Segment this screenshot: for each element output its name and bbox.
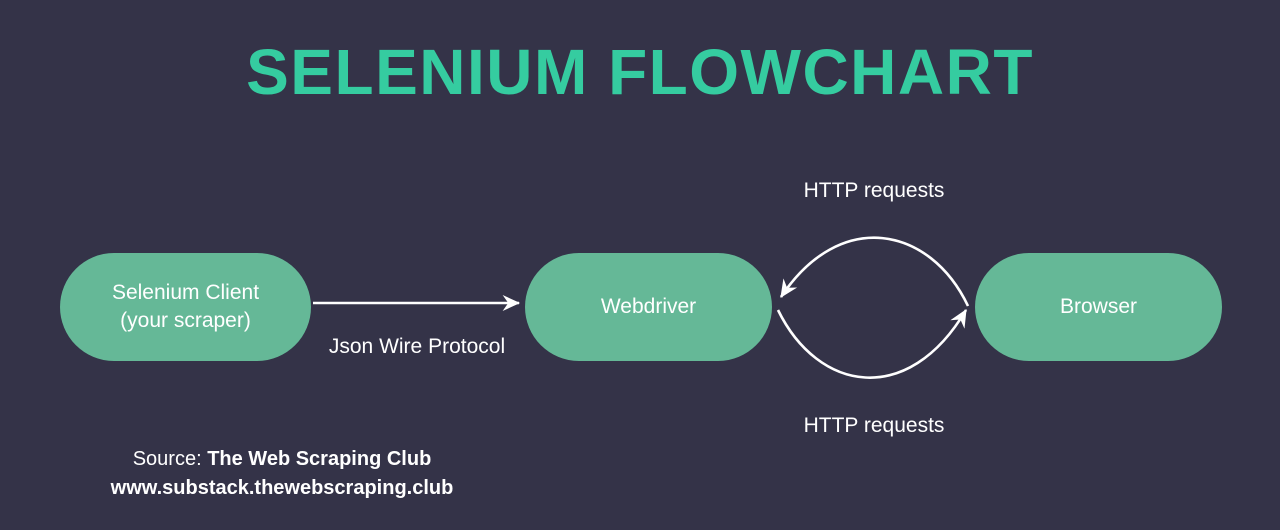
edge-label-http-requests-outbound: HTTP requests bbox=[803, 414, 945, 437]
page-title: SELENIUM FLOWCHART bbox=[246, 36, 1034, 108]
source-credit: Source: The Web Scraping Club www.substa… bbox=[62, 445, 502, 503]
source-credit-line-1: Source: The Web Scraping Club bbox=[62, 445, 502, 474]
node-browser-label: Browser bbox=[1059, 295, 1138, 319]
edge-http-requests-outbound-arc bbox=[776, 309, 968, 379]
node-browser[interactable]: Browser bbox=[975, 253, 1222, 361]
edge-label-http-requests-inbound: HTTP requests bbox=[803, 179, 945, 202]
node-selenium-client-label-line-2: (your scraper) bbox=[120, 309, 251, 332]
node-webdriver[interactable]: Webdriver bbox=[525, 253, 772, 361]
edge-label-json-wire-protocol: Json Wire Protocol bbox=[293, 333, 541, 362]
edge-http-requests-inbound-arc bbox=[779, 236, 970, 307]
node-selenium-client-label-line-1: Selenium Client bbox=[111, 281, 260, 305]
source-credit-publication: The Web Scraping Club bbox=[207, 448, 432, 470]
node-selenium-client[interactable]: Selenium Client (your scraper) bbox=[60, 253, 311, 361]
edge-label-json-wire-protocol-line-1: Json Wire bbox=[328, 335, 423, 358]
source-credit-url: www.substack.thewebscraping.club bbox=[110, 477, 454, 499]
node-webdriver-label: Webdriver bbox=[600, 295, 697, 319]
source-credit-prefix: Source: bbox=[132, 448, 208, 470]
edge-label-json-wire-protocol-line-2: Protocol bbox=[428, 335, 506, 358]
